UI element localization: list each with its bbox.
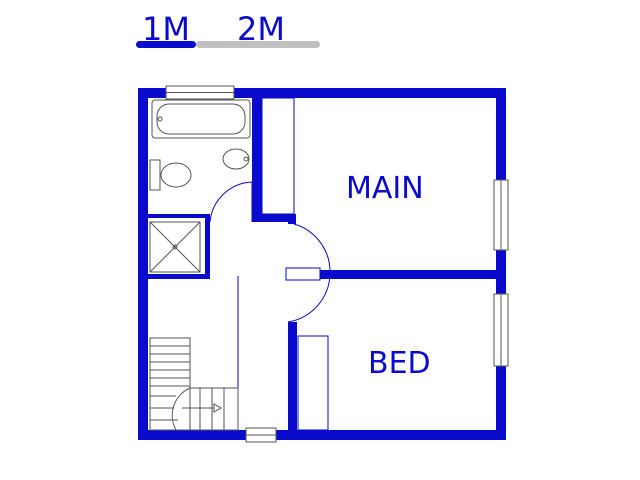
wall-shower-right — [205, 214, 210, 279]
windows — [165, 85, 509, 443]
toilet-cistern — [149, 159, 161, 191]
scale-segment-1m — [136, 41, 196, 48]
wall-main-stub — [288, 214, 296, 224]
stair-landing — [189, 387, 239, 431]
room-label-main: MAIN — [346, 171, 424, 206]
stair-frame — [149, 337, 191, 431]
door-frame — [285, 267, 321, 281]
wall-shower-top — [142, 214, 208, 218]
wall-bottom — [138, 430, 506, 440]
doors — [209, 181, 331, 323]
door-main-swing — [293, 223, 331, 275]
door-bathroom-swing — [209, 181, 253, 223]
basin — [222, 148, 250, 170]
wall-main-bed — [318, 270, 502, 279]
wall-main-corner — [252, 214, 294, 222]
wall-right — [496, 88, 506, 440]
bathtub-basin — [156, 103, 246, 135]
interior-walls — [142, 92, 502, 434]
wall-bath-main — [252, 92, 262, 222]
room-label-bed: BED — [368, 346, 431, 381]
wall-bed-hall — [288, 322, 297, 434]
outer-walls — [138, 88, 506, 440]
stair-turn — [171, 387, 191, 431]
toilet-bowl — [160, 162, 192, 188]
scale-segment-2m — [196, 41, 320, 48]
staircase — [149, 337, 239, 431]
door-bed-swing — [287, 273, 331, 323]
cupboard-main — [261, 97, 295, 215]
wall-stair-top — [142, 274, 208, 279]
scale-bar: 1M 2M — [136, 10, 320, 48]
cupboards — [237, 97, 329, 431]
bathroom-fixtures — [149, 99, 251, 273]
bathtub — [151, 99, 251, 139]
shower — [149, 221, 201, 273]
cupboard-bed — [297, 335, 329, 431]
wall-left — [138, 88, 148, 440]
wall-top — [138, 88, 506, 98]
